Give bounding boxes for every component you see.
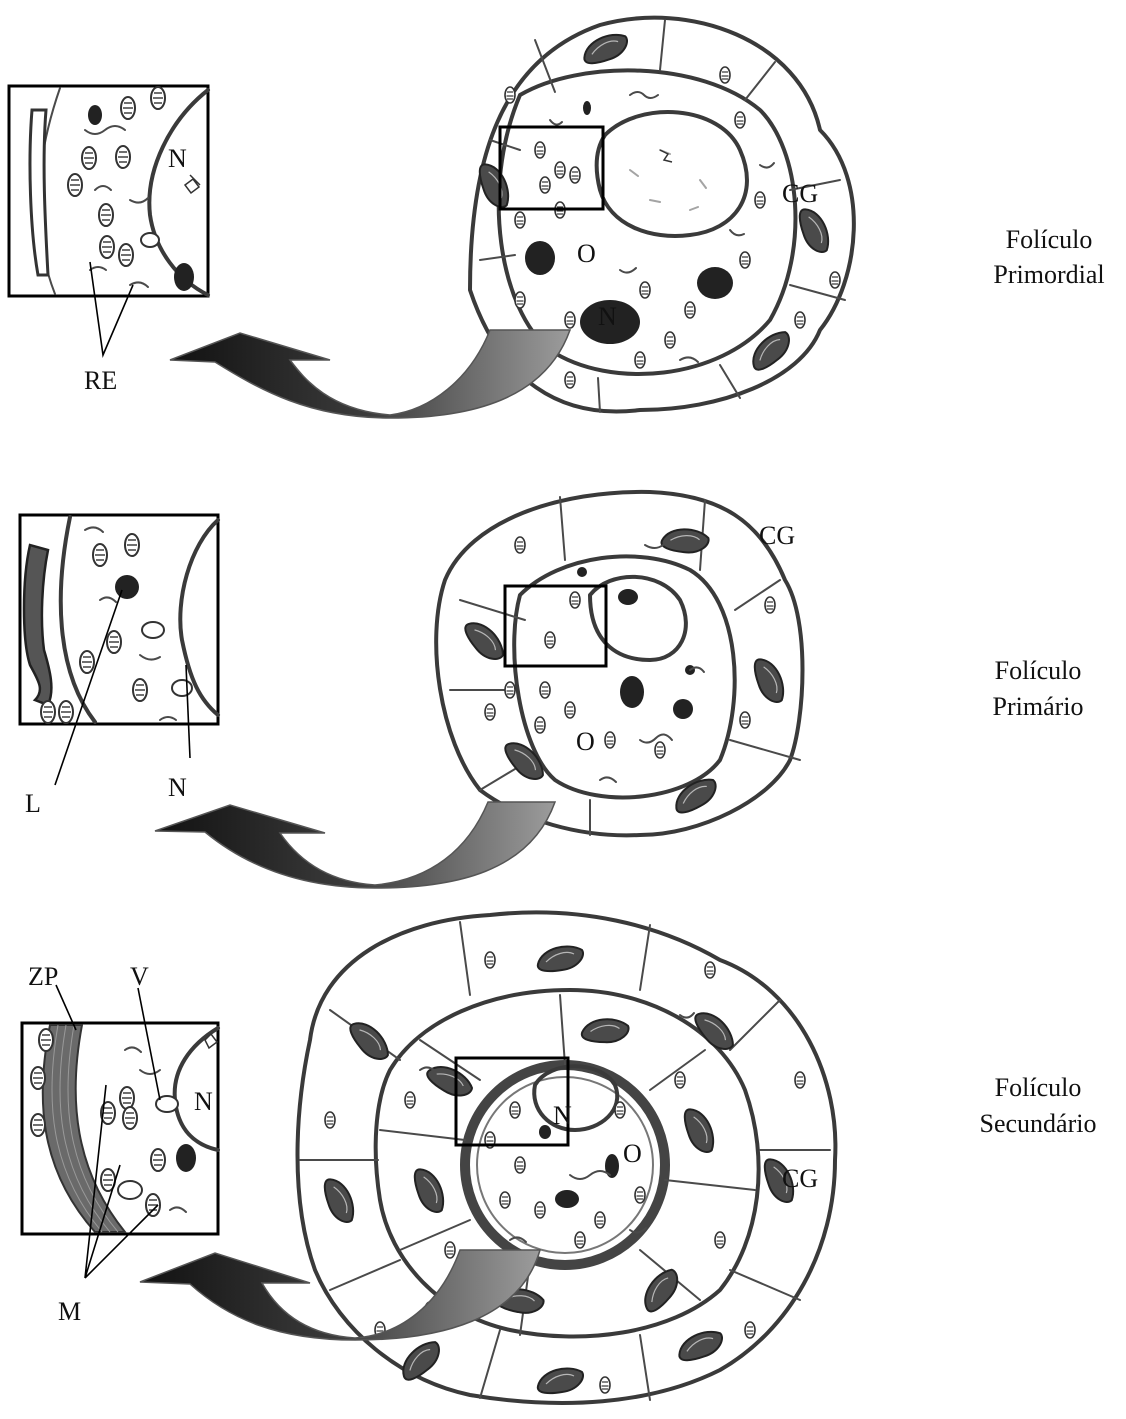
secondary-follicle bbox=[298, 912, 836, 1403]
primary-inset bbox=[20, 515, 218, 724]
primary-stage-label-line1: Folículo bbox=[995, 656, 1082, 685]
panel-primordial: O N CG N RE bbox=[9, 18, 1105, 418]
primary-label-O: O bbox=[576, 727, 595, 756]
primordial-label-O: O bbox=[577, 239, 596, 268]
panel-secondary: N O CG N bbox=[22, 912, 1096, 1403]
secondary-stage-label-line2: Secundário bbox=[980, 1109, 1097, 1138]
primordial-inset bbox=[9, 86, 208, 296]
label-RE: RE bbox=[84, 366, 117, 395]
primordial-zoom-box bbox=[500, 127, 603, 209]
secondary-arrow bbox=[140, 1250, 540, 1340]
primordial-arrow bbox=[170, 330, 570, 418]
primary-follicle bbox=[436, 492, 802, 835]
label-ZP: ZP bbox=[28, 962, 58, 991]
primordial-inset-label-N: N bbox=[168, 144, 187, 173]
primordial-stage-label-line2: Primordial bbox=[993, 260, 1104, 289]
secondary-label-O: O bbox=[623, 1139, 642, 1168]
label-L: L bbox=[25, 789, 41, 818]
primary-arrow bbox=[155, 802, 555, 888]
secondary-stage-label-line1: Folículo bbox=[995, 1073, 1082, 1102]
label-V: V bbox=[130, 962, 149, 991]
label-N-primary: N bbox=[168, 773, 187, 802]
primary-label-CG: CG bbox=[759, 521, 795, 550]
secondary-inset-label-N: N bbox=[194, 1087, 213, 1116]
secondary-label-N: N bbox=[553, 1101, 572, 1130]
primordial-stage-label-line1: Folículo bbox=[1006, 225, 1093, 254]
secondary-inset bbox=[22, 1023, 218, 1234]
panel-primary: CG O L N Folículo Primário bbox=[20, 492, 1084, 888]
secondary-label-CG: CG bbox=[782, 1164, 818, 1193]
primordial-label-N: N bbox=[598, 302, 617, 331]
primary-stage-label-line2: Primário bbox=[993, 692, 1084, 721]
label-M: M bbox=[58, 1297, 81, 1326]
primordial-label-CG: CG bbox=[782, 179, 818, 208]
